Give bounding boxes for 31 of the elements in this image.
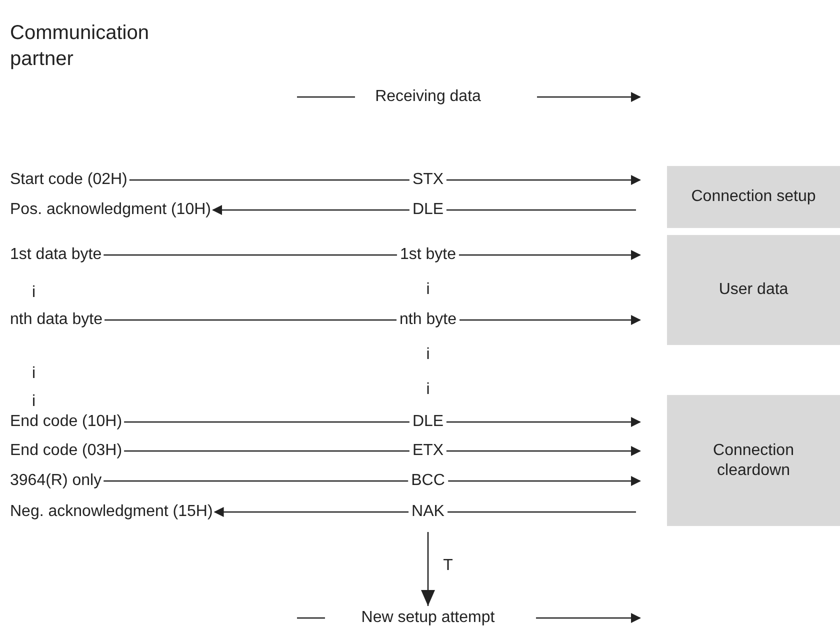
arrow [421, 532, 435, 606]
ellipsis-mark: i [32, 283, 36, 303]
arrow [212, 205, 636, 215]
ellipsis-mark: i [426, 345, 430, 365]
flow-caption: Receiving data [375, 87, 481, 107]
heading: Communication partner [10, 21, 150, 72]
arrow [124, 446, 641, 456]
message-text: Neg. acknowledgment (15H) [10, 502, 213, 522]
phase-box: User data [667, 235, 840, 345]
phase-box: Connection cleardown [667, 395, 840, 526]
arrow [104, 315, 641, 325]
arrow [214, 507, 636, 517]
outcome-text: New setup attempt [358, 608, 498, 628]
message-text: Pos. acknowledgment (10H) [10, 200, 211, 220]
arrow [104, 476, 641, 486]
arrow [129, 175, 641, 185]
edge-label: 1st byte [396, 245, 460, 265]
message-text: End code (03H) [10, 441, 122, 461]
ellipsis-mark: i [426, 280, 430, 300]
arrow [124, 417, 641, 427]
phase-box: Connection setup [667, 166, 840, 228]
edge-label: nth byte [396, 310, 460, 330]
arrow [104, 250, 641, 260]
message-text: Start code (02H) [10, 170, 128, 190]
message-text: 1st data byte [10, 245, 102, 265]
message-text: 3964(R) only [10, 471, 102, 491]
message-text: End code (10H) [10, 412, 122, 432]
message-text: nth data byte [10, 310, 103, 330]
ellipsis-mark: i [426, 380, 430, 400]
ellipsis-mark: i [32, 392, 36, 412]
ellipsis-mark: i [32, 364, 36, 384]
